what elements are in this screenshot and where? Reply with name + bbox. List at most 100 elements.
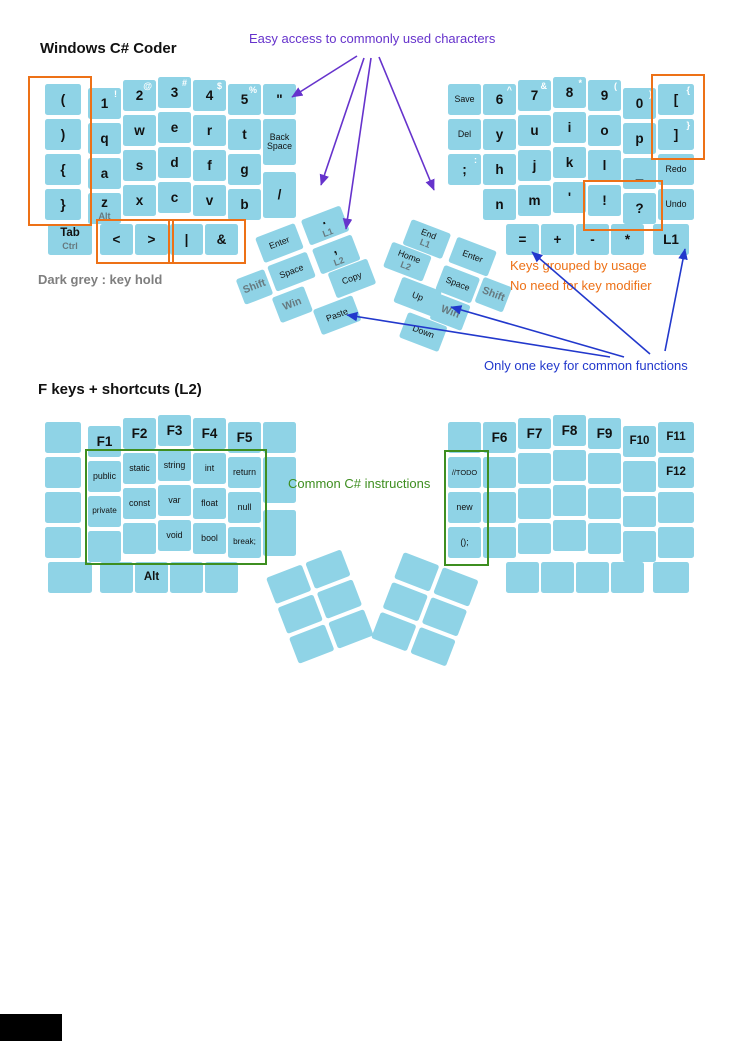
key-o: o bbox=[588, 115, 621, 146]
key-symbol: } bbox=[45, 189, 81, 220]
key-j: j bbox=[518, 150, 551, 181]
key-blank bbox=[553, 520, 586, 551]
key-symbol: > bbox=[135, 224, 168, 255]
key-blank bbox=[45, 422, 81, 453]
key-x: x bbox=[123, 185, 156, 216]
key-var: var bbox=[158, 485, 191, 516]
key-f11: F11 bbox=[658, 422, 694, 453]
key-8: 8* bbox=[553, 77, 586, 108]
key-symbol: { bbox=[45, 154, 81, 185]
key-shift-symbol: @ bbox=[143, 81, 152, 91]
key-blank bbox=[483, 457, 516, 488]
arrow bbox=[450, 305, 625, 358]
key-f10: F10 bbox=[623, 426, 656, 457]
key-break: break; bbox=[228, 527, 261, 558]
easy-access-note: Easy access to commonly used characters bbox=[249, 31, 496, 46]
key-static: static bbox=[123, 453, 156, 484]
key-public: public bbox=[88, 461, 121, 492]
layer2-title: F keys + shortcuts (L2) bbox=[38, 381, 202, 398]
key-blank bbox=[45, 457, 81, 488]
key-blank bbox=[263, 457, 296, 503]
key-hold-label: Shift bbox=[480, 284, 507, 305]
key-d: d bbox=[158, 147, 191, 178]
key-hold-note: Dark grey : key hold bbox=[38, 272, 163, 287]
key-blank bbox=[205, 562, 238, 593]
key-symbol: " bbox=[263, 84, 296, 115]
key-4: 4$ bbox=[193, 80, 226, 111]
key-shift-symbol: * bbox=[578, 78, 582, 88]
key-hold-label: Shift bbox=[241, 276, 268, 297]
key-i: i bbox=[553, 112, 586, 143]
key-symbol: (); bbox=[448, 527, 481, 558]
key-symbol: / bbox=[263, 172, 296, 218]
key-e: e bbox=[158, 112, 191, 143]
key-symbol: ' bbox=[553, 182, 586, 213]
key-f12: F12 bbox=[658, 457, 694, 488]
key-blank bbox=[623, 461, 656, 492]
arrow bbox=[319, 57, 365, 186]
key-symbol: & bbox=[205, 224, 238, 255]
key-bool: bool bbox=[193, 523, 226, 554]
key-h: h bbox=[483, 154, 516, 185]
key-y: y bbox=[483, 119, 516, 150]
key-f1: F1 bbox=[88, 426, 121, 457]
key-shift: Shift bbox=[235, 268, 274, 305]
key-f2: F2 bbox=[123, 418, 156, 449]
key-blank bbox=[623, 496, 656, 527]
key-blank bbox=[588, 453, 621, 484]
key-7: 7& bbox=[518, 80, 551, 111]
csharp-instructions-note: Common C# instructions bbox=[288, 476, 431, 491]
key-symbol: [{ bbox=[658, 84, 694, 115]
key-alt: Alt bbox=[135, 562, 168, 593]
key-blank bbox=[483, 527, 516, 558]
key-shift-symbol: ! bbox=[114, 89, 117, 99]
arrow bbox=[346, 311, 611, 358]
key-f: f bbox=[193, 150, 226, 181]
key-hold-label: L2 bbox=[398, 259, 413, 273]
key-todo: //TODO bbox=[448, 457, 481, 488]
key-r: r bbox=[193, 115, 226, 146]
key-c: c bbox=[158, 182, 191, 213]
key-blank bbox=[263, 510, 296, 556]
key-w: w bbox=[123, 115, 156, 146]
key-symbol: ]} bbox=[658, 119, 694, 150]
key-f5: F5 bbox=[228, 422, 261, 453]
key-l1: L1 bbox=[653, 224, 689, 255]
layer1-title: Windows C# Coder bbox=[40, 40, 177, 57]
key-f8: F8 bbox=[553, 415, 586, 446]
key-private: private bbox=[88, 496, 121, 527]
key-hold-label: Win bbox=[281, 295, 304, 314]
key-symbol: - bbox=[576, 224, 609, 255]
key-t: t bbox=[228, 119, 261, 150]
key-shift-symbol: # bbox=[181, 78, 187, 88]
key-blank bbox=[100, 562, 133, 593]
key-paste: Paste bbox=[312, 295, 362, 336]
key-blank bbox=[45, 527, 81, 558]
key-shift-symbol: & bbox=[540, 81, 548, 91]
key-int: int bbox=[193, 453, 226, 484]
key-g: g bbox=[228, 154, 261, 185]
key-k: k bbox=[553, 147, 586, 178]
key-symbol: + bbox=[541, 224, 574, 255]
key-u: u bbox=[518, 115, 551, 146]
key-blank bbox=[553, 485, 586, 516]
key-blank bbox=[658, 492, 694, 523]
key-blank bbox=[623, 531, 656, 562]
key-blank bbox=[263, 422, 296, 453]
key-f7: F7 bbox=[518, 418, 551, 449]
key-void: void bbox=[158, 520, 191, 551]
key-blank bbox=[611, 562, 644, 593]
key-m: m bbox=[518, 185, 551, 216]
arrow bbox=[342, 57, 372, 230]
key-new: new bbox=[448, 492, 481, 523]
key-null: null bbox=[228, 492, 261, 523]
key-redo: Redo bbox=[658, 154, 694, 185]
key-return: return bbox=[228, 457, 261, 488]
key-symbol: < bbox=[100, 224, 133, 255]
key-blank bbox=[588, 488, 621, 519]
key-shift-symbol: ( bbox=[614, 81, 617, 91]
key-undo: Undo bbox=[658, 189, 694, 220]
